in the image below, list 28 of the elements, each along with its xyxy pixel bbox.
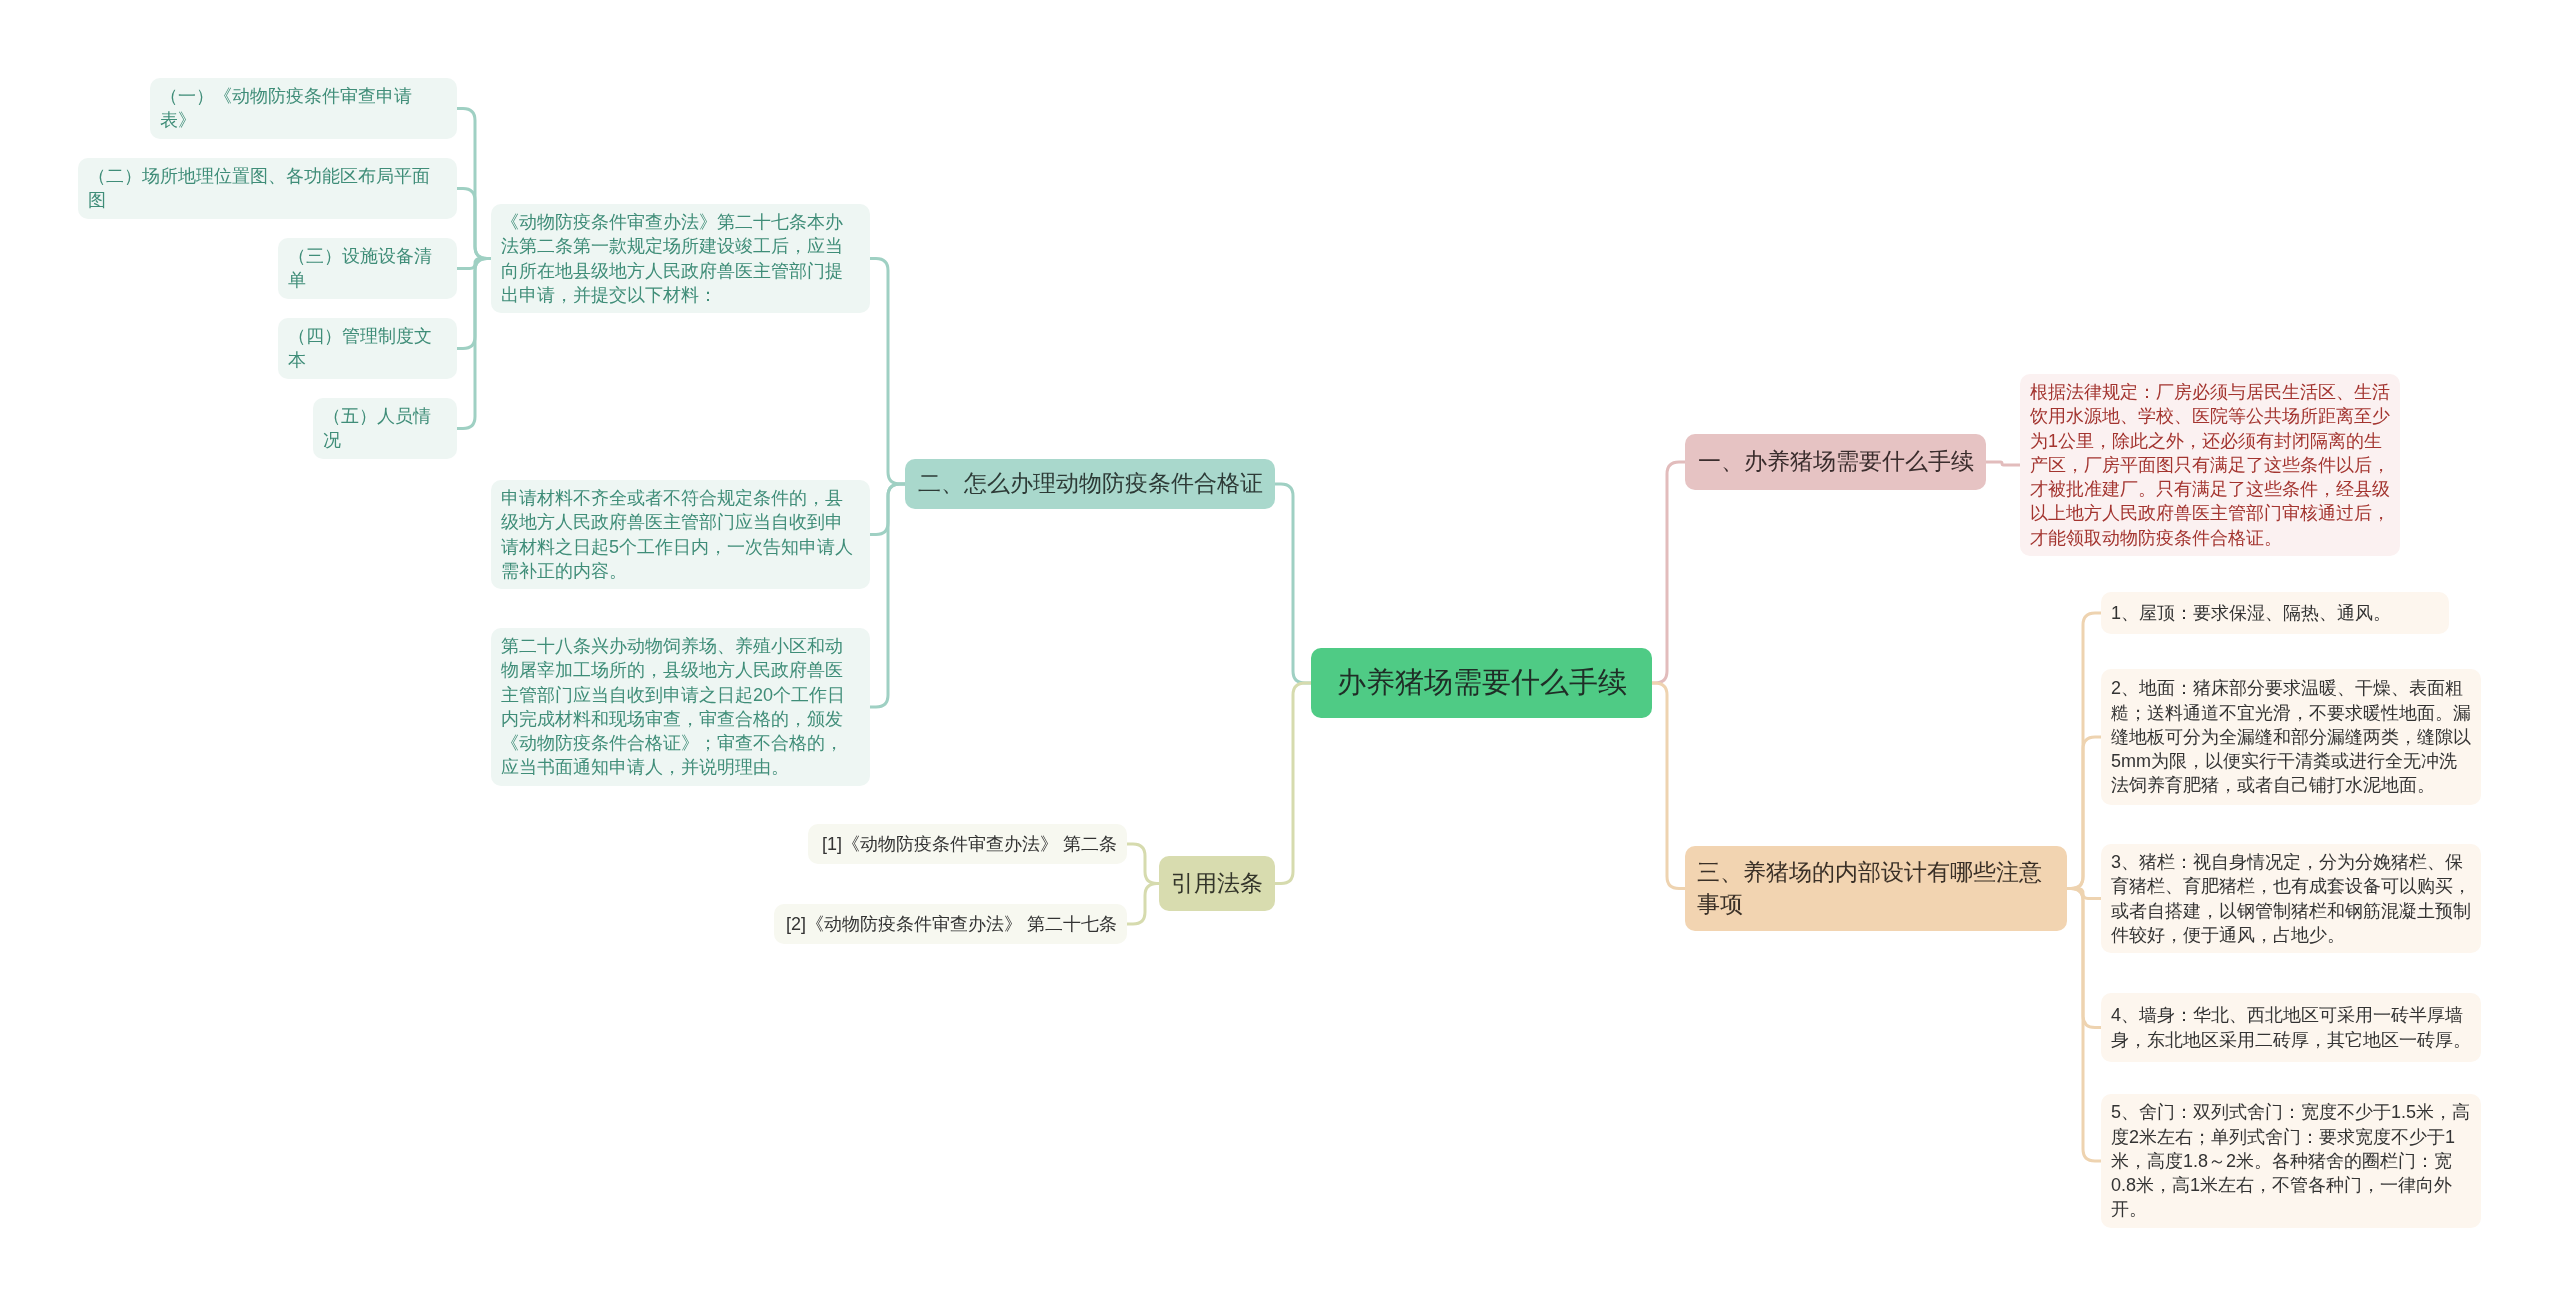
subtopic-box: 申请材料不齐全或者不符合规定条件的，县级地方人民政府兽医主管部门应当自收到申请材料之日起5个工作日内，一次告知申请人需补正的内容。 bbox=[491, 480, 870, 590]
connector-line bbox=[457, 257, 491, 430]
connector-line bbox=[1652, 681, 1685, 890]
subtopic-box: 2、地面：猪床部分要求温暖、干燥、表面粗糙；送料通道不宜光滑，不要求暖性地面。漏缝地板可分为全漏缝和部分漏缝两类，缝隙以5mm为限，以便实行干清粪或进行全无冲洗法饲养育肥猪，或者自己铺打水泥地面。 bbox=[2101, 669, 2481, 805]
connector-line bbox=[1275, 681, 1311, 885]
connector-line bbox=[1652, 460, 1685, 685]
connector-line bbox=[2067, 887, 2101, 1163]
connector-line bbox=[870, 482, 905, 709]
subtopic-box: [2]《动物防疫条件审查办法》 第二十七条 bbox=[774, 904, 1127, 944]
connector-line bbox=[1986, 460, 2020, 467]
branch-topic-box: 一、办养猪场需要什么手续 bbox=[1685, 434, 1986, 490]
subtopic-box: 《动物防疫条件审查办法》第二十七条本办法第二条第一款规定场所建设竣工后，应当向所在地县级地方人民政府兽医主管部门提出申请，并提交以下材料： bbox=[491, 204, 870, 314]
subtopic-box: （一）《动物防疫条件审查申请表》 bbox=[150, 78, 457, 139]
subtopic-box: 第二十八条兴办动物饲养场、养殖小区和动物屠宰加工场所的，县级地方人民政府兽医主管部门应当自收到申请之日起20个工作日内完成材料和现场审查，审查合格的，颁发《动物防疫条件合格证》；审查不合格的，应当书面通知申请人，并说明理由。 bbox=[491, 628, 870, 786]
subtopic-box: （四）管理制度文本 bbox=[278, 318, 457, 379]
subtopic-box: （二）场所地理位置图、各功能区布局平面图 bbox=[78, 158, 457, 219]
central-topic-box: 办养猪场需要什么手续 bbox=[1311, 648, 1652, 718]
subtopic-box: （三）设施设备清单 bbox=[278, 238, 457, 299]
subtopic-box: 1、屋顶：要求保湿、隔热、通风。 bbox=[2101, 592, 2449, 634]
subtopic-box: 4、墙身：华北、西北地区可采用一砖半厚墙身，东北地区采用二砖厚，其它地区一砖厚。 bbox=[2101, 993, 2481, 1062]
branch-topic-box: 引用法条 bbox=[1159, 856, 1275, 911]
subtopic-box: （五）人员情况 bbox=[313, 398, 457, 459]
subtopic-box: [1]《动物防疫条件审查办法》 第二条 bbox=[808, 824, 1127, 864]
subtopic-box: 5、舍门：双列式舍门：宽度不少于1.5米，高度2米左右；单列式舍门：要求宽度不少于1米，高度1.8～2米。各种猪舍的圈栏门：宽0.8米，高1米左右，不管各种门，一律向外开。 bbox=[2101, 1094, 2481, 1228]
branch-topic-box: 二、怎么办理动物防疫条件合格证 bbox=[905, 459, 1275, 509]
branch-topic-box: 三、养猪场的内部设计有哪些注意事项 bbox=[1685, 846, 2067, 931]
subtopic-box: 3、猪栏：视自身情况定，分为分娩猪栏、保育猪栏、育肥猪栏，也有成套设备可以购买，或者自搭建，以钢管制猪栏和钢筋混凝土预制件较好，便于通风，占地少。 bbox=[2101, 844, 2481, 954]
subtopic-box: 根据法律规定：厂房必须与居民生活区、生活饮用水源地、学校、医院等公共场所距离至少为1公里，除此之外，还必须有封闭隔离的生产区，厂房平面图只有满足了这些条件以后，才被批准建厂。只有满足了这些条件，经县级以上地方人民政府兽医主管部门审核通过后，才能领取动物防疫条件合格证。 bbox=[2020, 374, 2400, 557]
